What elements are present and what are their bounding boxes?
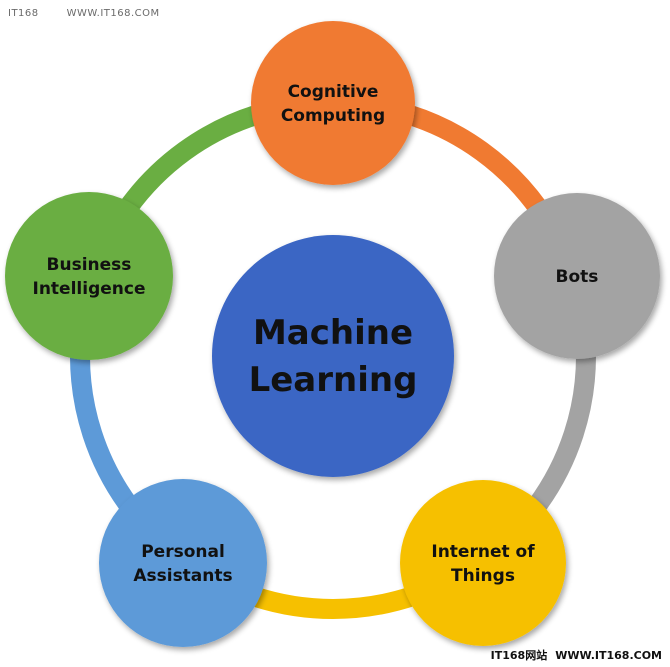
center-label-line1: Machine (253, 313, 413, 353)
node-label-internet-of-things-line2: Things (451, 566, 515, 586)
node-label-cognitive-computing-line2: Computing (281, 106, 385, 126)
node-label-personal-assistants-line2: Assistants (133, 566, 232, 586)
node-label-business-intelligence-line1: Business (47, 255, 132, 275)
node-circle-internet-of-things (400, 480, 566, 646)
watermark-bottom: IT168网站 WWW.IT168.COM (491, 647, 662, 663)
node-label-bots-line1: Bots (556, 267, 599, 287)
node-internet-of-things: Internet of Things (400, 480, 566, 646)
node-label-cognitive-computing-line1: Cognitive (288, 82, 379, 102)
center-label-line2: Learning (249, 360, 418, 400)
node-bots: Bots (494, 193, 660, 359)
watermark-bottom-left: IT168网站 (490, 649, 548, 662)
watermark-top-left: IT168 (8, 8, 39, 19)
node-label-internet-of-things-line1: Internet of (431, 542, 535, 562)
watermark-bottom-right: WWW.IT168.COM (555, 649, 662, 662)
node-circle-business-intelligence (5, 192, 173, 360)
watermark-top: IT168 WWW.IT168.COM (8, 8, 160, 19)
center-circle (212, 235, 454, 477)
node-circle-bots (494, 193, 660, 359)
center-node: Machine Learning (212, 235, 454, 477)
node-label-business-intelligence-line2: Intelligence (33, 279, 146, 299)
watermark-top-right: WWW.IT168.COM (66, 8, 160, 19)
node-circle-personal-assistants (99, 479, 267, 647)
node-label-personal-assistants-line1: Personal (141, 542, 225, 562)
node-circle-cognitive-computing (251, 21, 415, 185)
